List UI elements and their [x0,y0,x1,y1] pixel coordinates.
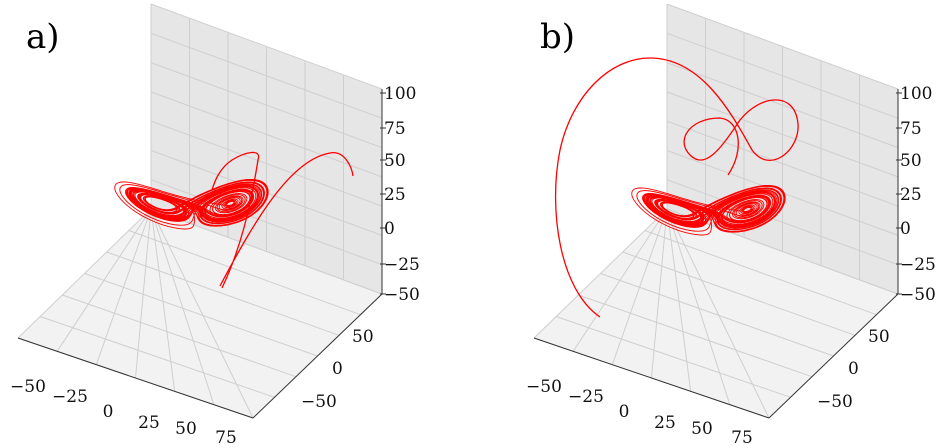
z-tick-label: 75 [384,119,406,139]
panel-b: b) −50 −25 0 25 50 75 −50 0 50 −50 −25 0 25 50 75 100 [526,3,936,448]
floor-grid-line [578,294,813,378]
floor-grid-line [40,316,275,398]
floor-grid-line [106,251,340,336]
z-tick-label: 0 [384,219,395,239]
panel-label-a: a) [26,17,60,57]
y-axis-line [252,293,383,419]
z-tick-label: 0 [900,219,911,239]
x-tick-label: 75 [731,428,753,448]
z-tick-label: 75 [900,119,922,139]
y-tick-label: 50 [352,327,374,347]
z-tick-label: −50 [900,285,936,305]
floor-grid-line [556,316,791,398]
floor-grid-line [644,230,877,316]
trajectory-attractor [631,184,786,236]
y-tick-label: 0 [848,359,859,379]
floor-grid-line [150,208,176,392]
floor-grid-line [84,273,318,357]
x-tick-label: 0 [619,402,630,422]
x-tick-label: 50 [691,419,713,439]
x-tick-label: −50 [10,377,46,397]
x-tick-label: 50 [175,419,197,439]
y-tick-label: −50 [301,392,337,412]
floor-grid-line [128,230,361,316]
floor-grid-line [150,208,215,405]
z-tick-label: −50 [384,285,420,305]
trajectory-attractor [114,178,269,230]
floor-grid-line [622,251,856,336]
x-tick-label: −25 [568,387,604,407]
trajectory-transient [211,151,354,289]
x-tick-label: 0 [103,402,114,422]
floor-grid-line [150,208,254,419]
trajectory-transient [554,57,799,318]
x-axis-line [17,337,254,419]
z-tick-label: 50 [384,151,406,171]
floor-grid-line [666,208,770,419]
z-tick-label: 50 [900,151,922,171]
y-axis-line [768,293,899,419]
x-tick-label: −25 [52,387,88,407]
z-tick-label: −25 [384,255,420,275]
y-tick-label: 50 [868,327,890,347]
floor-pane [534,209,898,418]
x-axis-line [533,337,770,419]
floor-grid-line [600,273,834,357]
y-tick-label: −50 [817,392,853,412]
x-tick-label: 75 [215,428,237,448]
x-tick-label: 25 [654,413,676,433]
floor-grid-line [62,294,297,378]
z-tick-label: 25 [384,185,406,205]
x-tick-label: 25 [138,413,160,433]
floor-grid-line [666,208,692,392]
x-tick-label: −50 [526,377,562,397]
panel-label-b: b) [540,17,575,57]
z-tick-label: 25 [900,185,922,205]
z-tick-label: −25 [900,255,936,275]
panel-a: a) −50 −25 0 25 50 75 −50 0 50 −50 −25 0 25 50 75 100 [10,3,420,448]
y-tick-label: 0 [332,359,343,379]
z-tick-label: 100 [384,84,416,104]
floor-pane [18,209,382,418]
floor-grid-line [666,208,731,405]
z-tick-label: 100 [900,84,932,104]
